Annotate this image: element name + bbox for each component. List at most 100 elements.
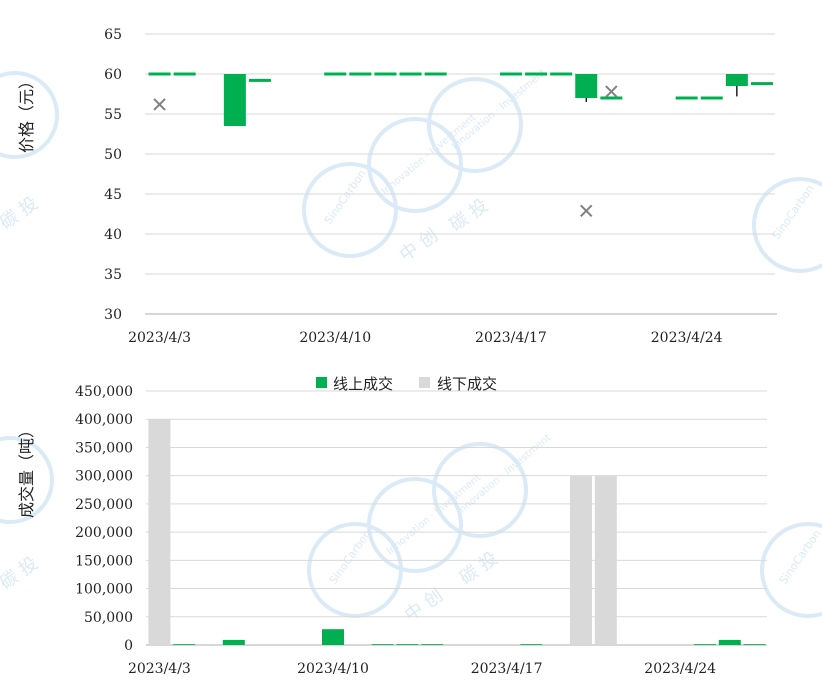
candle-body: [424, 72, 447, 76]
volume-y-tick-label: 250,000: [75, 497, 133, 513]
candle-body: [600, 96, 623, 100]
price-chart: 30 35 40 45 50 55 60 65 2023/4/3 2023/4/10 2023/4/…: [17, 27, 777, 346]
candle-body: [349, 72, 372, 76]
watermark-brand-3: SinoCarbon: [777, 527, 822, 586]
volume-y-tick-label: 450,000: [75, 384, 133, 400]
watermark-cn-right-0: 碳 投: [446, 195, 492, 236]
volume-x-tick-label: 2023/4/10: [297, 661, 369, 677]
price-y-tick-label: 50: [104, 147, 122, 163]
volume-bar-online: [694, 644, 716, 645]
candle-body: [324, 72, 347, 76]
price-y-tick-label: 45: [104, 187, 122, 203]
watermark-brand-0: SinoCarbon: [322, 167, 369, 226]
watermark-cn-right-3: 碳 投: [0, 553, 42, 594]
volume-bar-online: [222, 639, 245, 645]
volume-bar-offline: [570, 475, 592, 645]
watermark-ring-2: [427, 77, 523, 173]
volume-x-tick-label: 2023/4/17: [471, 661, 543, 677]
volume-chart: 0 50,000 100,000 150,000 200,000 250,000 300,0…: [17, 375, 767, 677]
volume-y-tick-label: 200,000: [75, 525, 133, 541]
volume-y-tick-label: 150,000: [75, 553, 133, 569]
volume-axes: 0 50,000 100,000 150,000 200,000 250,000 300,0…: [75, 384, 767, 677]
candle-body: [248, 78, 271, 82]
volume-y-tick-label: 0: [124, 638, 133, 654]
watermark-cn-left-0: 中 创: [396, 225, 442, 266]
price-x-tick-label: 2023/4/17: [475, 330, 547, 346]
price-y-tick-label: 35: [104, 267, 122, 283]
volume-bar-online: [421, 644, 444, 645]
price-candles: [148, 72, 773, 126]
candle-body: [374, 72, 397, 76]
watermark-cn-right-2: 碳 投: [456, 548, 502, 589]
price-marker-x: [580, 204, 593, 218]
volume-x-tick-label: 2023/4/3: [128, 661, 191, 677]
watermark-ring-3: [752, 177, 822, 273]
volume-y-axis-title: 成交量（吨）: [17, 422, 36, 518]
candle-body: [499, 72, 522, 76]
watermark-ring-9: [0, 436, 54, 524]
volume-gridlines: [146, 390, 767, 618]
volume-y-tick-label: 300,000: [75, 469, 133, 485]
candle-body: [575, 74, 598, 98]
volume-bar-online: [396, 644, 419, 645]
legend-swatch-online: [316, 377, 327, 388]
legend: 线上成交 线下成交: [316, 375, 497, 393]
candle-body: [148, 72, 171, 76]
price-marker-x: [605, 85, 618, 98]
price-marker-stroke: [580, 204, 593, 218]
price-y-tick-label: 30: [104, 307, 122, 323]
candle-body: [173, 72, 196, 76]
price-y-tick-label: 60: [104, 67, 122, 83]
candle-body: [399, 72, 422, 76]
volume-bars: [148, 419, 766, 645]
candle-body: [700, 96, 723, 100]
price-x-tick-label: 2023/4/24: [651, 330, 723, 346]
volume-bar-offline: [594, 475, 617, 645]
volume-bar-online: [173, 644, 196, 645]
price-marker-stroke: [605, 85, 618, 98]
candle-body: [725, 74, 748, 86]
price-x-tick-label: 2023/4/10: [299, 330, 371, 346]
price-marker-x: [153, 98, 166, 111]
volume-y-tick-label: 400,000: [75, 412, 133, 428]
price-y-axis-title: 价格（元）: [17, 73, 36, 153]
watermark: SinoCarbonSinoCarbonSinoCarbonSinoCarbon…: [0, 67, 822, 626]
watermark-ring-1: [367, 117, 463, 213]
watermark-brand-1: SinoCarbon: [327, 527, 374, 586]
volume-y-tick-label: 100,000: [75, 582, 133, 598]
volume-y-tick-label: 350,000: [75, 440, 133, 456]
volume-bar-online: [743, 644, 766, 645]
candle-body: [675, 96, 698, 100]
watermark-ring-7: [760, 522, 822, 618]
candle-body: [223, 74, 246, 126]
candle-body: [750, 82, 773, 86]
price-y-tick-label: 65: [104, 27, 122, 43]
price-markers: [153, 85, 618, 218]
volume-y-tick-label: 50,000: [84, 610, 133, 626]
volume-bar-online: [371, 644, 394, 645]
volume-bar-online: [718, 639, 741, 645]
watermark-cn-left-1: 中 创: [401, 585, 447, 626]
watermark-brand-2: SinoCarbon: [770, 182, 817, 241]
price-axes: 30 35 40 45 50 55 60 65 2023/4/3 2023/4/10 2023/4/…: [104, 27, 777, 346]
price-gridlines: [145, 33, 775, 275]
volume-bar-online: [520, 644, 543, 645]
candle-body: [525, 72, 548, 76]
legend-swatch-offline: [419, 377, 430, 388]
watermark-ring-5: [367, 477, 463, 573]
price-y-tick-label: 55: [104, 107, 122, 123]
watermark-ring-0: [302, 162, 398, 258]
volume-bar-online: [322, 629, 344, 645]
volume-bar-offline: [148, 419, 171, 645]
price-y-tick-label: 40: [104, 227, 122, 243]
price-x-tick-label: 2023/4/3: [128, 330, 191, 346]
watermark-cn-right-1: 碳 投: [0, 193, 42, 234]
legend-label-offline: 线下成交: [437, 375, 497, 393]
price-marker-stroke: [153, 98, 166, 111]
legend-label-online: 线上成交: [333, 375, 393, 393]
volume-x-tick-label: 2023/4/24: [644, 661, 716, 677]
watermark-ring-6: [432, 442, 528, 538]
watermark-ring-8: [0, 71, 59, 159]
candle-body: [550, 72, 573, 76]
